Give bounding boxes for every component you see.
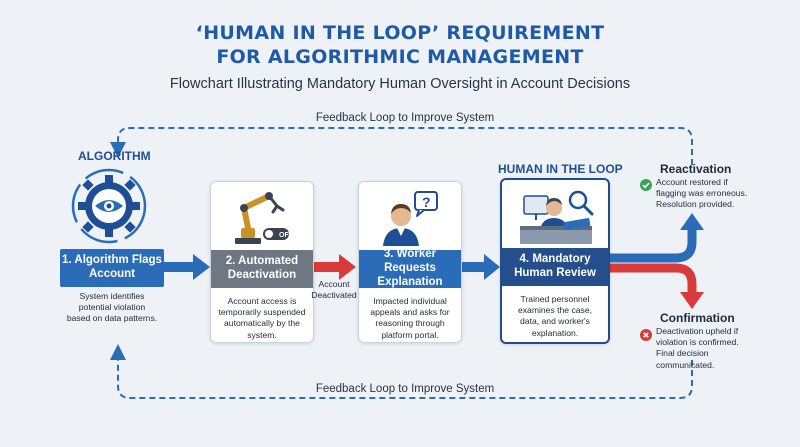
subtitle: Flowchart Illustrating Mandatory Human O… (169, 76, 631, 92)
title-line-2: FOR ALGORITHMIC MANAGEMENT (216, 46, 584, 68)
step-3-description: Impacted individual appeals and asks for… (370, 296, 450, 340)
feedback-loop-top-line (110, 127, 693, 165)
step-4-title: 4. Mandatory Human Review (502, 248, 608, 286)
step-2-title: 2. Automated Deactivation (211, 250, 313, 288)
worker-question-icon: ? (359, 186, 461, 248)
arrow-step2-to-step3 (311, 254, 356, 280)
confirmation-title: Confirmation (660, 311, 735, 325)
arrow-label-account-deactivated: Account Deactivated (311, 279, 357, 301)
reactivation-title: Reactivation (660, 162, 732, 176)
robot-arm-icon: OFF (211, 186, 313, 248)
feedback-loop-bottom-label: Feedback Loop to Improve System (315, 383, 495, 395)
step-1-description: System identifies potential violation ba… (66, 291, 158, 324)
step-3-title: 3. Worker Requests Explanation (359, 248, 461, 288)
arrow-to-reactivation (608, 213, 704, 263)
step-3-card: ? 3. Worker Requests Explanation Impacte… (358, 181, 462, 343)
reactivation-description: Account restored if flagging was erroneo… (656, 177, 748, 210)
arrow-step3-to-step4 (460, 254, 500, 280)
x-circle-icon (640, 328, 652, 341)
human-reviewer-icon (502, 184, 608, 246)
feedback-loop-bottom-line (110, 344, 693, 399)
step-2-card: OFF 2. Automated Deactivation Account ac… (210, 181, 314, 343)
step-2-description: Account access is temporarily suspended … (218, 296, 306, 340)
algorithm-label: ALGORITHM (78, 149, 151, 163)
feedback-loop-top-label: Feedback Loop to Improve System (315, 112, 495, 124)
step-4-description: Trained personnel examines the case, dat… (517, 294, 593, 338)
title-line-1: ‘HUMAN IN THE LOOP’ REQUIREMENT (195, 22, 605, 44)
off-badge: OFF (279, 232, 294, 239)
step-1-card: 1. Algorithm Flags Account System identi… (60, 181, 164, 341)
confirmation-description: Deactivation upheld if violation is conf… (656, 326, 739, 370)
step-1-title: 1. Algorithm Flags Account (60, 249, 164, 287)
arrow-step1-to-step2 (163, 254, 210, 280)
step-4-card: 4. Mandatory Human Review Trained person… (500, 178, 610, 344)
human-in-the-loop-label: HUMAN IN THE LOOP (498, 162, 623, 176)
check-circle-icon (640, 178, 652, 191)
svg-text:?: ? (422, 194, 431, 210)
arrow-to-confirmation (608, 263, 704, 309)
gear-eye-icon (68, 165, 150, 247)
